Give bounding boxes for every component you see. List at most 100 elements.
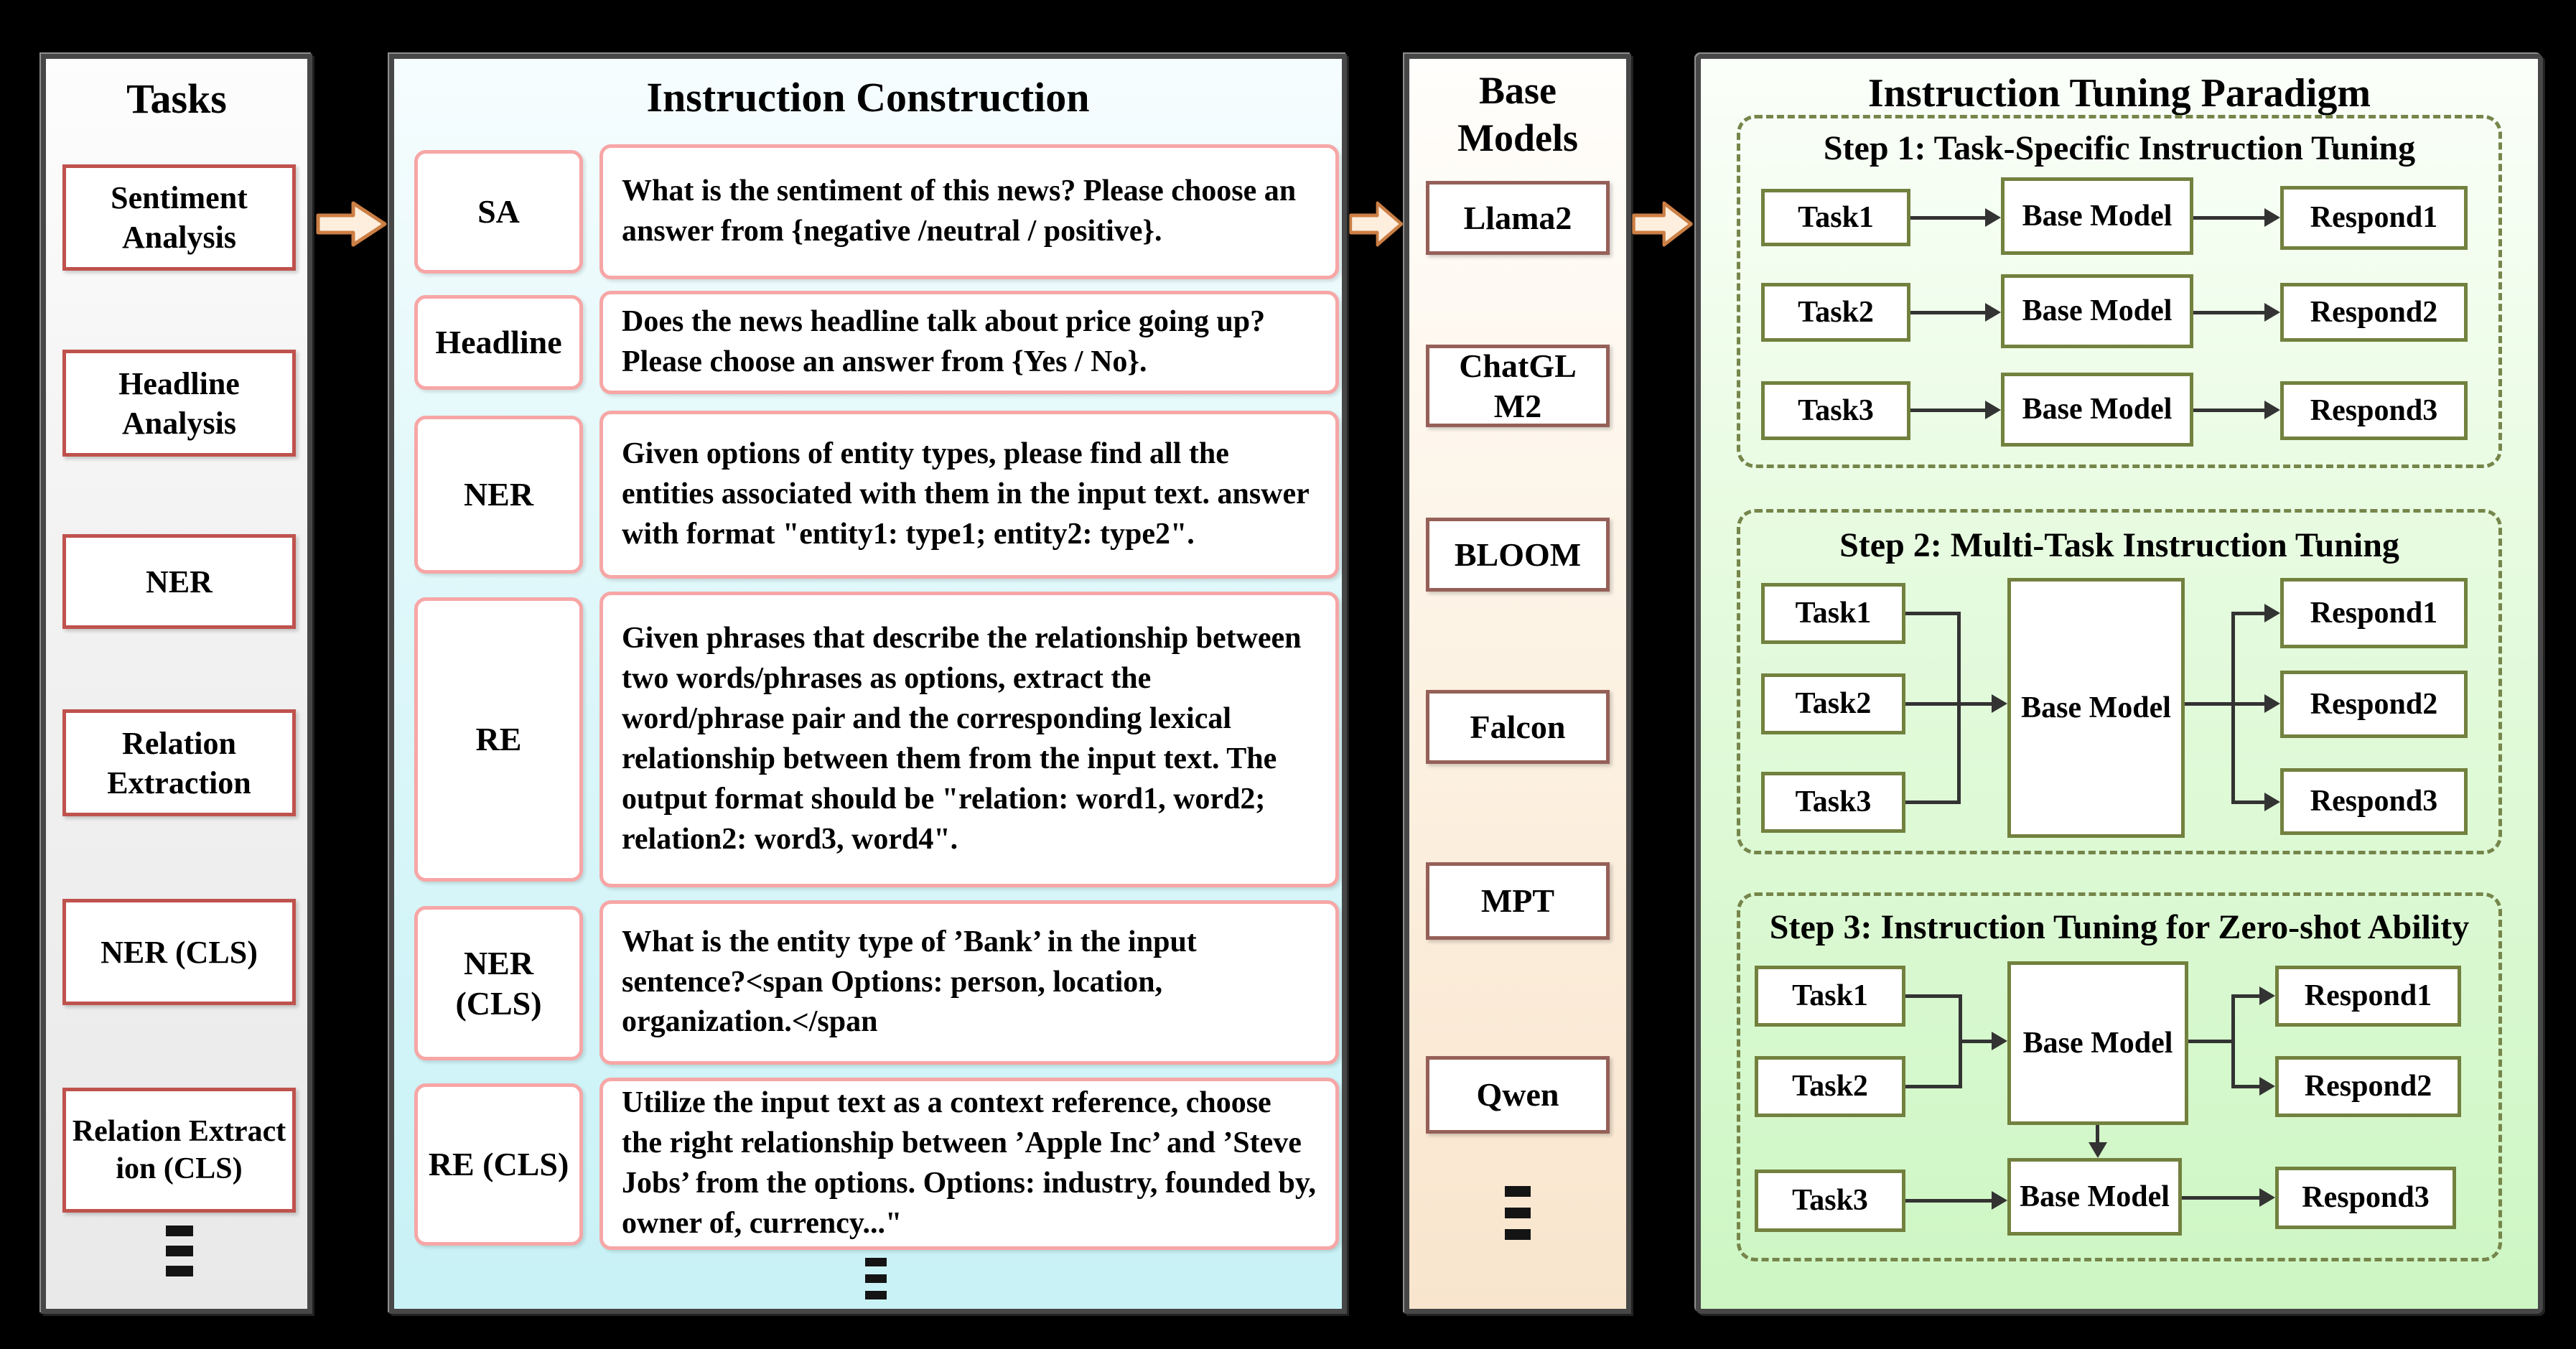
step3-connector-line xyxy=(2188,1040,2235,1043)
step1-connector-line xyxy=(2193,311,2264,314)
step3-task2-box: Task2 xyxy=(1755,1056,1905,1117)
step2-connector-line xyxy=(1905,800,1961,804)
task-item-relation-extraction-cls: Relation Extraction (CLS) xyxy=(62,1088,296,1213)
step3-connector-line xyxy=(2182,1196,2259,1200)
step2-connector-line xyxy=(2234,800,2264,804)
step2-connector-line xyxy=(2185,702,2264,706)
flow-arrow-icon xyxy=(1632,201,1693,247)
step3-task3-box: Task3 xyxy=(1755,1170,1905,1232)
instruction-construction-panel: Instruction Construction SA What is the … xyxy=(389,54,1347,1314)
tasks-panel: Tasks Sentiment Analysis Headline Analys… xyxy=(41,54,312,1314)
step2-arrowhead-icon xyxy=(2264,694,2280,713)
step3-respond2-box: Respond2 xyxy=(2275,1056,2461,1117)
step1-arrowhead-icon xyxy=(1985,401,2001,419)
step1-connector-line xyxy=(1910,409,1985,412)
instruction-label-sa: SA xyxy=(414,150,583,274)
instruction-text-headline: Does the news headline talk about price … xyxy=(599,291,1339,394)
step1-base-model-box-2: Base Model xyxy=(2001,274,2193,348)
tasks-panel-title: Tasks xyxy=(126,75,227,122)
step2-task2-box: Task2 xyxy=(1761,673,1905,734)
step3-container: Step 3: Instruction Tuning for Zero-shot… xyxy=(1737,892,2502,1261)
step2-connector-line xyxy=(2231,612,2235,804)
step1-arrowhead-icon xyxy=(1985,303,2001,322)
step2-base-model-box: Base Model xyxy=(2007,578,2185,838)
step3-connector-line xyxy=(1959,1040,1992,1043)
step1-connector-line xyxy=(2193,216,2264,220)
step1-base-model-box-1: Base Model xyxy=(2001,177,2193,255)
step3-arrowhead-icon xyxy=(1992,1191,2007,1210)
step2-container: Step 2: Multi-Task Instruction Tuning xyxy=(1737,509,2502,854)
step3-base-model-lower-box: Base Model xyxy=(2007,1158,2182,1236)
step2-connector-line xyxy=(1905,612,1961,615)
vertical-ellipsis-icon xyxy=(166,1226,193,1276)
step3-base-model-upper-box: Base Model xyxy=(2007,961,2188,1125)
instruction-label-re-cls: RE (CLS) xyxy=(414,1083,583,1246)
instruction-text-ner-cls: What is the entity type of ’Bank’ in the… xyxy=(599,900,1339,1065)
step2-arrowhead-icon xyxy=(2264,793,2280,811)
instruction-label-re: RE xyxy=(414,597,583,882)
task-item-ner-cls: NER (CLS) xyxy=(62,899,296,1005)
step3-arrowhead-icon xyxy=(2259,1077,2275,1096)
step2-respond1-box: Respond1 xyxy=(2280,578,2468,648)
instruction-label-ner: NER xyxy=(414,416,583,574)
step3-arrowhead-icon xyxy=(1992,1032,2007,1050)
instruction-construction-title: Instruction Construction xyxy=(646,74,1090,121)
base-models-panel: Base Models Llama2 ChatGLM2 BLOOM Falcon… xyxy=(1404,54,1631,1314)
flow-arrow-icon xyxy=(1349,201,1403,247)
step3-connector-line xyxy=(2231,994,2235,1088)
step2-task1-box: Task1 xyxy=(1761,583,1905,644)
step1-arrowhead-icon xyxy=(2264,401,2280,419)
step2-respond2-box: Respond2 xyxy=(2280,671,2468,738)
step2-task3-box: Task3 xyxy=(1761,772,1905,833)
step3-connector-line xyxy=(2096,1125,2099,1144)
step3-respond1-box: Respond1 xyxy=(2275,966,2461,1027)
step1-task2-box: Task2 xyxy=(1761,283,1910,342)
step2-title: Step 2: Multi-Task Instruction Tuning xyxy=(1839,526,2399,564)
base-model-qwen: Qwen xyxy=(1426,1056,1610,1134)
step2-connector-line xyxy=(1957,612,1961,804)
step3-connector-line xyxy=(1905,1199,1992,1203)
step3-down-arrowhead-icon xyxy=(2089,1142,2107,1158)
step2-arrowhead-icon xyxy=(2264,604,2280,622)
base-models-title: Base Models xyxy=(1457,69,1578,159)
step3-connector-line xyxy=(2234,1085,2259,1088)
instruction-text-sa: What is the sentiment of this news? Plea… xyxy=(599,144,1339,279)
step1-container: Step 1: Task-Specific Instruction Tuning xyxy=(1737,115,2502,468)
step3-arrowhead-icon xyxy=(2259,986,2275,1005)
step2-arrowhead-icon xyxy=(1992,694,2007,713)
step3-respond3-box: Respond3 xyxy=(2275,1167,2456,1229)
step1-task3-box: Task3 xyxy=(1761,381,1910,440)
step1-respond3-box: Respond3 xyxy=(2280,381,2468,440)
instruction-label-headline: Headline xyxy=(414,295,583,390)
step3-connector-line xyxy=(2234,994,2259,998)
step1-arrowhead-icon xyxy=(2264,208,2280,227)
instruction-text-ner: Given options of entity types, please fi… xyxy=(599,411,1339,579)
flow-arrow-icon xyxy=(316,201,387,247)
task-item-ner: NER xyxy=(62,534,296,629)
step2-connector-line xyxy=(2234,612,2264,615)
paradigm-title: Instruction Tuning Paradigm xyxy=(1867,71,2371,116)
step1-connector-line xyxy=(2193,409,2264,412)
step1-task1-box: Task1 xyxy=(1761,189,1910,246)
step2-connector-line xyxy=(1905,702,1992,706)
base-model-mpt: MPT xyxy=(1426,862,1610,940)
step3-task1-box: Task1 xyxy=(1755,966,1905,1027)
step3-arrowhead-icon xyxy=(2259,1188,2275,1207)
instruction-tuning-paradigm-panel: Instruction Tuning Paradigm Step 1: Task… xyxy=(1696,54,2543,1314)
vertical-ellipsis-icon xyxy=(865,1258,887,1299)
step3-connector-line xyxy=(1905,994,1962,998)
instruction-text-re: Given phrases that describe the relation… xyxy=(599,592,1339,887)
instruction-label-ner-cls: NER (CLS) xyxy=(414,906,583,1060)
base-model-llama2: Llama2 xyxy=(1426,181,1610,255)
vertical-ellipsis-icon xyxy=(1505,1186,1531,1240)
task-item-sentiment-analysis: Sentiment Analysis xyxy=(62,164,296,271)
task-item-relation-extraction: Relation Extraction xyxy=(62,709,296,816)
base-model-chatglm2: ChatGLM2 xyxy=(1426,345,1610,427)
base-model-chatglm2-label: ChatGLM2 xyxy=(1459,347,1577,424)
base-model-falcon: Falcon xyxy=(1426,690,1610,764)
step1-respond1-box: Respond1 xyxy=(2280,186,2468,250)
step1-arrowhead-icon xyxy=(1985,208,2001,227)
step1-connector-line xyxy=(1910,311,1985,314)
step1-base-model-box-3: Base Model xyxy=(2001,373,2193,447)
